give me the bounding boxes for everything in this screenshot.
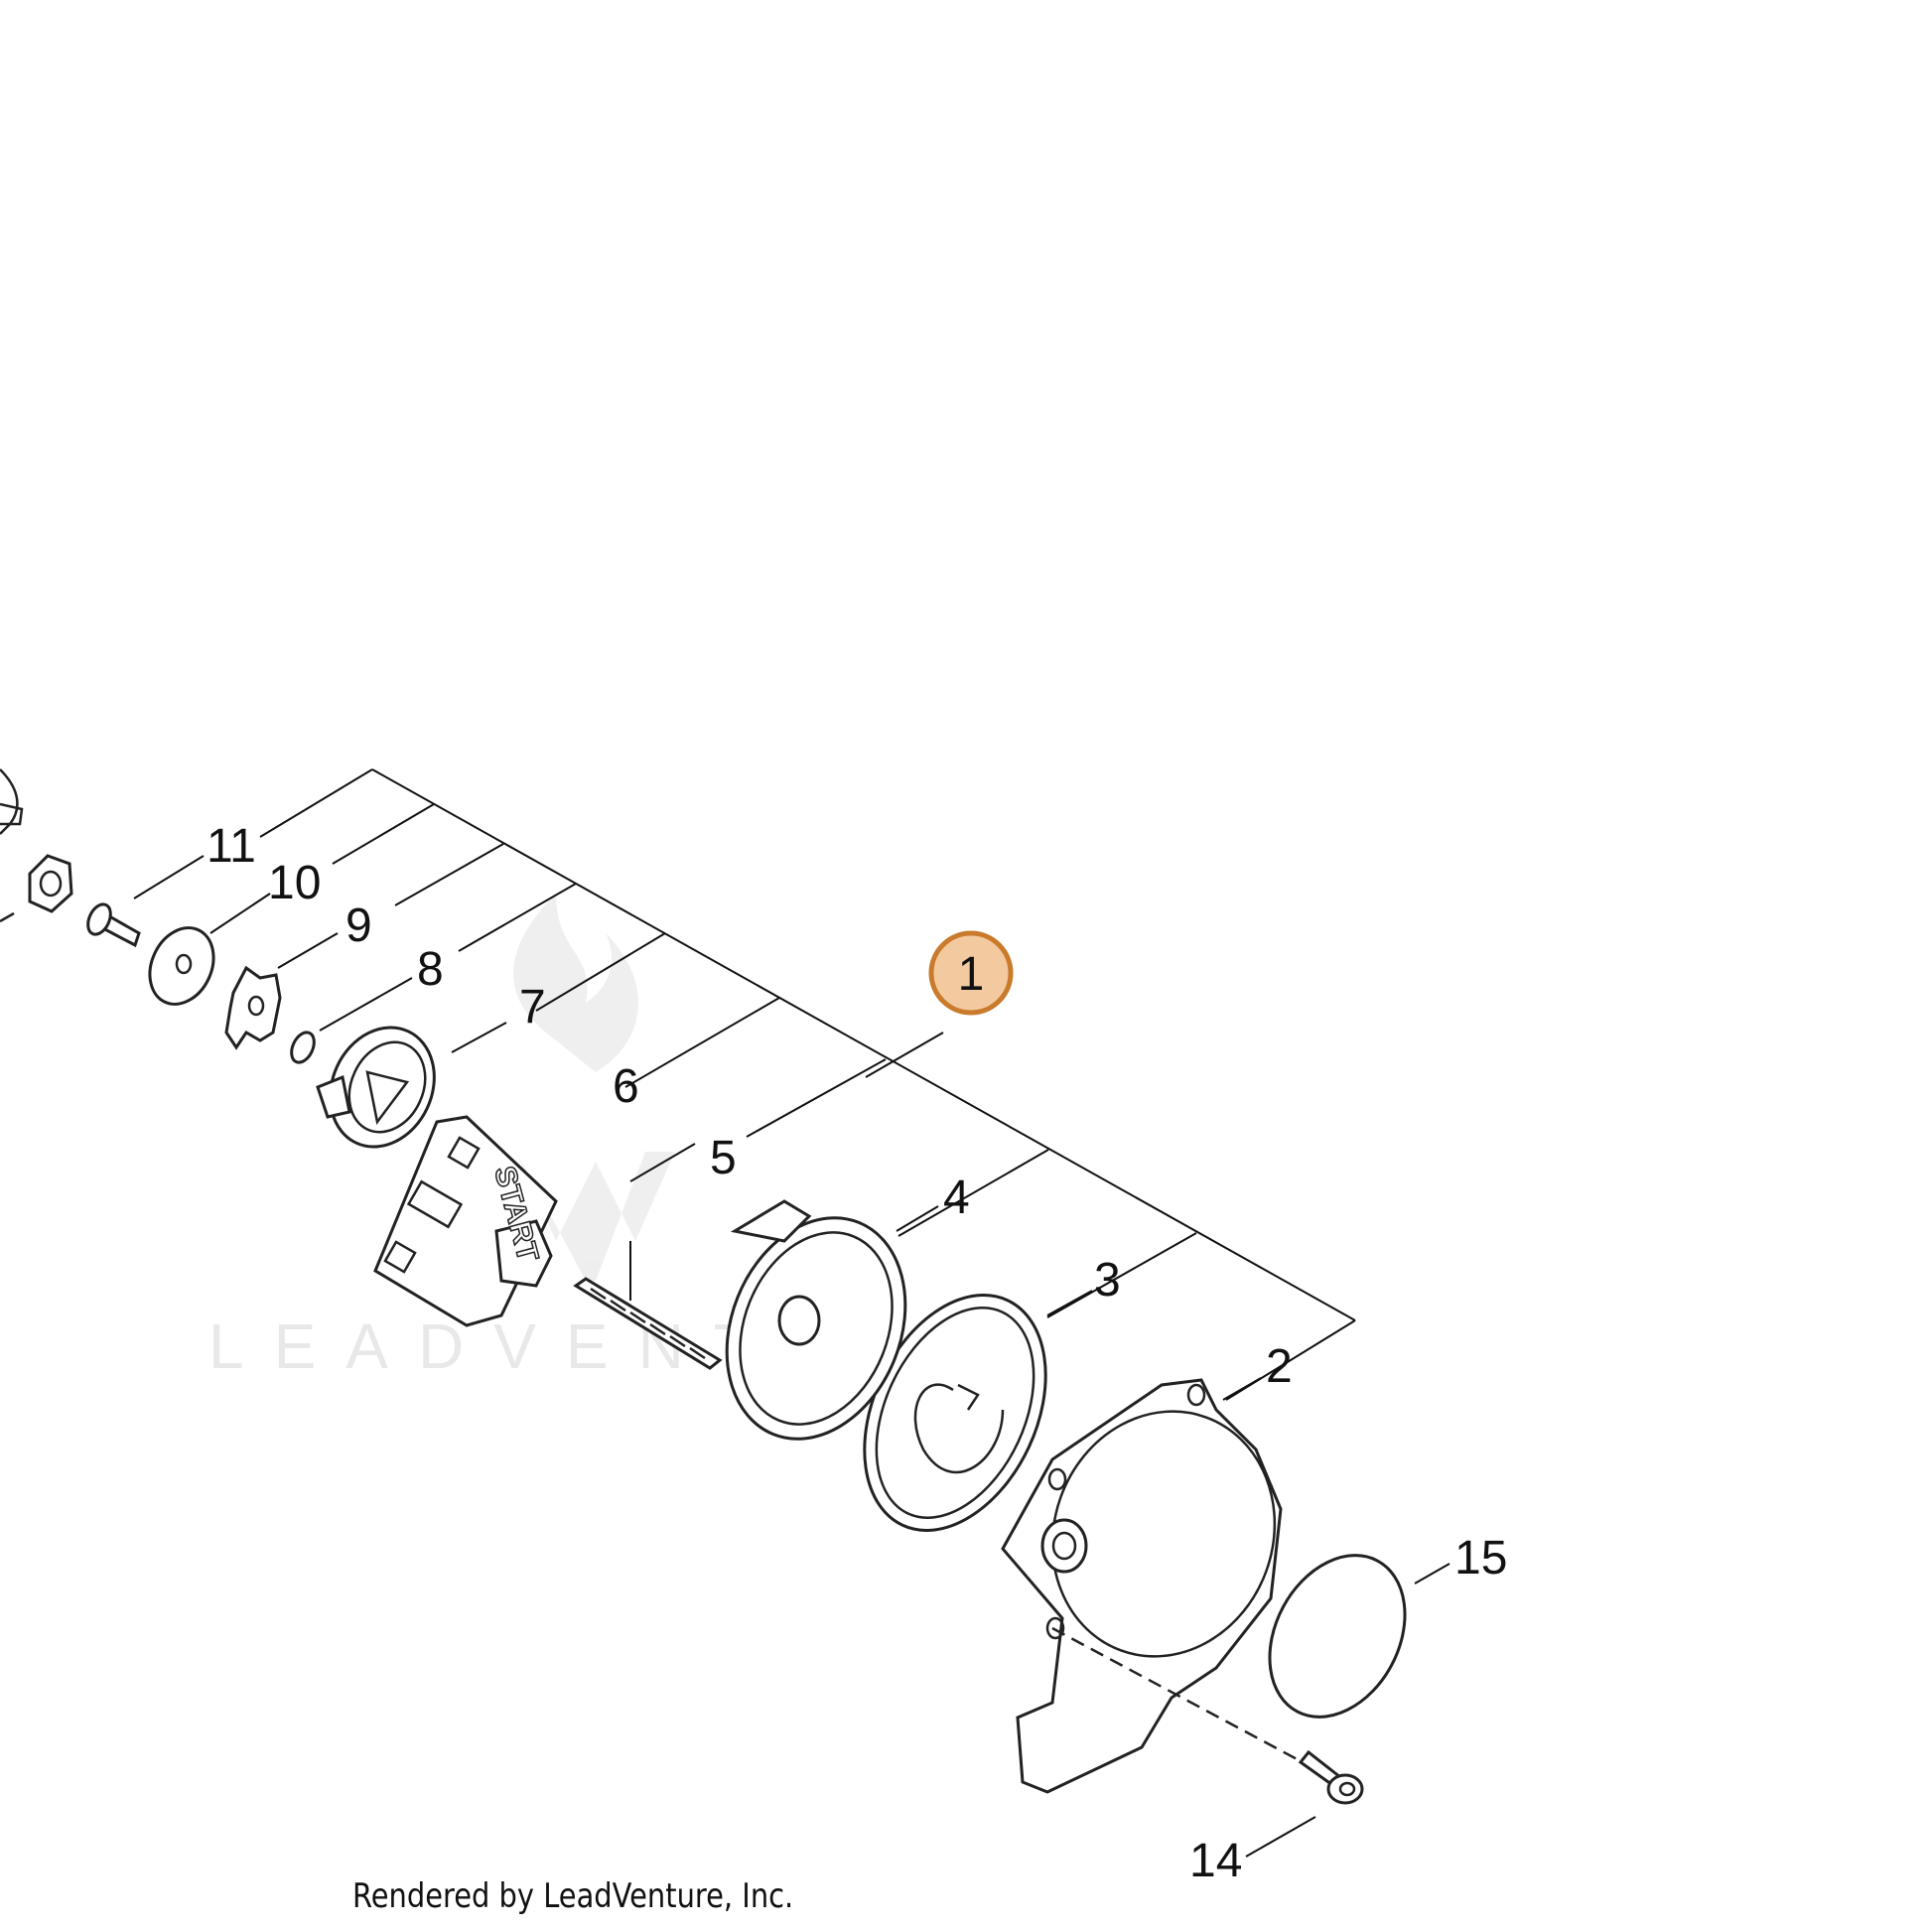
part-4-reel (725, 1199, 907, 1441)
callout-5-label: 5 (710, 1132, 737, 1184)
callout-6[interactable]: 6 (613, 1060, 639, 1113)
callout-8-label: 8 (417, 943, 444, 996)
part-6-start-handle: START (373, 1115, 558, 1327)
callout-14-label: 14 (1189, 1835, 1242, 1887)
callout-6-label: 6 (613, 1060, 639, 1113)
callout-11-label: 11 (207, 820, 256, 873)
callout-1-highlight-ring (928, 930, 1014, 1016)
footer-credit: Rendered by LeadVenture, Inc. (352, 1876, 794, 1916)
part-5-rope (573, 1277, 723, 1370)
part-11-screw (86, 902, 141, 948)
callout-4[interactable]: 4 (943, 1172, 970, 1224)
part-9-friction-plate (224, 965, 282, 1050)
callout-11[interactable]: 11 (207, 820, 256, 873)
callout-2[interactable]: 2 (1266, 1340, 1293, 1393)
callout-3[interactable]: 3 (1094, 1254, 1121, 1307)
callout-8[interactable]: 8 (417, 943, 444, 996)
assembly-bracket (259, 768, 1356, 1401)
flame-logo-icon (513, 894, 675, 1281)
part-7-ratchet (316, 1026, 436, 1149)
callout-7[interactable]: 7 (519, 981, 546, 1034)
callout-9[interactable]: 9 (345, 899, 372, 952)
part-15-gasket (1268, 1554, 1407, 1719)
part-8-clip (290, 1031, 316, 1064)
part-2-starter-housing (1001, 1378, 1331, 1794)
callout-9-label: 9 (345, 899, 372, 952)
callout-15-label: 15 (1454, 1532, 1507, 1585)
callout-1-selected[interactable]: 1 (928, 930, 1014, 1016)
part-14-bolt (1298, 1749, 1364, 1805)
part-10-washer (148, 926, 215, 1006)
callout-10[interactable]: 10 (268, 857, 321, 909)
callout-15[interactable]: 15 (1454, 1532, 1507, 1585)
callout-4-label: 4 (943, 1172, 970, 1224)
callout-2-label: 2 (1266, 1340, 1293, 1393)
callout-leaders (133, 855, 1450, 1858)
callout-14[interactable]: 14 (1189, 1835, 1242, 1887)
left-edge-parts (0, 768, 73, 923)
callout-7-label: 7 (519, 981, 546, 1034)
callout-3-label: 3 (1094, 1254, 1121, 1307)
callout-5[interactable]: 5 (710, 1132, 737, 1184)
callout-10-label: 10 (268, 857, 321, 909)
callout-1-label: 1 (958, 948, 985, 1001)
